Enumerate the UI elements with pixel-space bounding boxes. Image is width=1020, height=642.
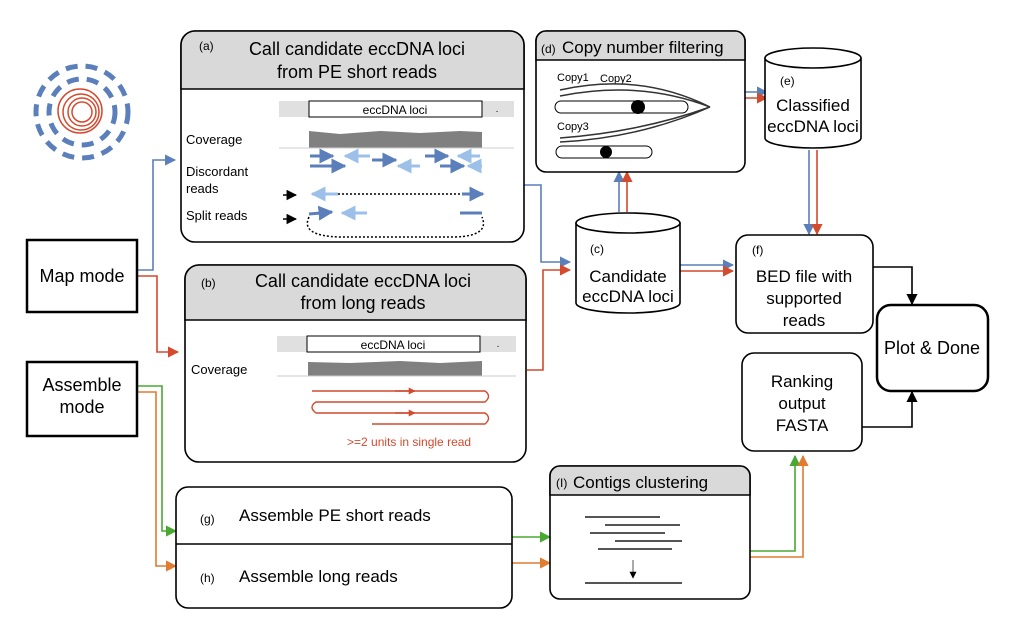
panel-d-chromosomes [554, 83, 711, 159]
assemble-to-g-arrow [137, 385, 178, 537]
panel-d-title: Copy number filtering [562, 38, 724, 57]
panel-f-line3: reads [783, 311, 826, 330]
panel-c-cylinder: (c) Candidate eccDNA loci [575, 212, 681, 314]
panel-a-title-line2: from PE short reads [277, 62, 437, 82]
a-to-c-arrow [524, 184, 572, 268]
panel-c-tag: (c) [590, 242, 604, 256]
assemble-to-h-arrow [137, 391, 178, 572]
panel-d-copy3: Copy3 [557, 121, 589, 133]
panel-e-line2: eccDNA loci [767, 117, 859, 136]
panel-b-locus-label: eccDNA loci [361, 338, 426, 352]
i-to-ranking-green-arrow [750, 454, 801, 552]
panel-d-copy2: Copy2 [600, 73, 632, 85]
panel-c-line1: Candidate [589, 267, 667, 286]
panel-a-coverage-label: Coverage [186, 132, 242, 147]
panel-a-tag: (a) [199, 39, 214, 53]
panel-b-tag: (b) [201, 276, 216, 290]
map-to-b-arrow [137, 275, 180, 358]
plot-done-box: Plot & Done [875, 303, 990, 393]
svg-text:·: · [496, 341, 499, 352]
panel-d-tag: (d) [541, 42, 556, 56]
map-mode-label: Map mode [39, 266, 124, 286]
panel-d-copy1: Copy1 [557, 72, 589, 84]
assemble-mode-box: Assemble mode [25, 360, 139, 438]
panel-g-h: (g) Assemble PE short reads (h) Assemble… [175, 486, 513, 609]
panel-h-tag: (h) [200, 571, 215, 585]
panel-i-contigs [585, 516, 682, 584]
plot-done-label: Plot & Done [884, 338, 980, 358]
i-to-ranking-orange-arrow [750, 454, 809, 558]
panel-b-title-line2: from long reads [300, 293, 425, 313]
panel-b-coverage-track [308, 361, 482, 376]
panel-a: (a) Call candidate eccDNA loci from PE s… [180, 30, 525, 243]
panel-i-tag: (I) [556, 476, 567, 490]
panel-g-label: Assemble PE short reads [239, 506, 431, 525]
ranking-line1: Ranking [771, 372, 833, 391]
panel-a-locus-label: eccDNA loci [363, 103, 428, 117]
ranking-line3: FASTA [776, 416, 829, 435]
panel-f-line2: supported [766, 289, 842, 308]
panel-b: (b) Call candidate eccDNA loci from long… [184, 264, 527, 463]
panel-e-tag: (e) [780, 74, 795, 88]
panel-d: (d) Copy number filtering Copy1 Copy2 Co… [535, 30, 746, 173]
panel-b-coverage-label: Coverage [191, 362, 247, 377]
panel-a-discordant-reads [310, 148, 485, 202]
panel-b-long-read [311, 387, 490, 425]
panel-h-label: Assemble long reads [239, 567, 398, 586]
ranking-to-plot-arrow [862, 390, 918, 428]
panel-e-line1: Classified [776, 96, 850, 115]
assemble-mode-label-line1: Assemble [42, 375, 121, 395]
panel-c-line2: eccDNA loci [582, 287, 674, 306]
f-to-plot-arrow [873, 266, 918, 306]
panel-e-cylinder: (e) Classified eccDNA loci [764, 47, 862, 149]
svg-text:·: · [495, 106, 498, 117]
panel-b-title-line1: Call candidate eccDNA loci [255, 271, 471, 291]
panel-a-split-label: Split reads [186, 208, 248, 223]
connectors [137, 86, 918, 572]
panel-f-line1: BED file with [756, 267, 852, 286]
panel-f: (f) BED file with supported reads [735, 234, 874, 334]
map-to-a-arrow [137, 154, 177, 271]
panel-a-coverage-track [309, 131, 482, 148]
panel-a-split-reads [306, 205, 485, 238]
panel-f-tag: (f) [752, 243, 763, 257]
panel-a-discordant-label-2: reads [186, 181, 219, 196]
panel-i-title: Contigs clustering [573, 473, 708, 492]
panel-g-tag: (g) [200, 512, 215, 526]
panel-i: (I) Contigs clustering [549, 465, 751, 600]
eccdna-circle-icon [33, 63, 131, 161]
assemble-mode-label-line2: mode [59, 397, 104, 417]
ranking-line2: output [778, 394, 826, 413]
panel-a-title-line1: Call candidate eccDNA loci [249, 39, 465, 59]
b-to-c-arrow [527, 264, 572, 371]
map-mode-box: Map mode [25, 238, 139, 314]
panel-b-note: >=2 units in single read [347, 435, 471, 449]
ranking-box: Ranking output FASTA [741, 352, 863, 452]
panel-a-discordant-label-1: Discordant [186, 164, 249, 179]
